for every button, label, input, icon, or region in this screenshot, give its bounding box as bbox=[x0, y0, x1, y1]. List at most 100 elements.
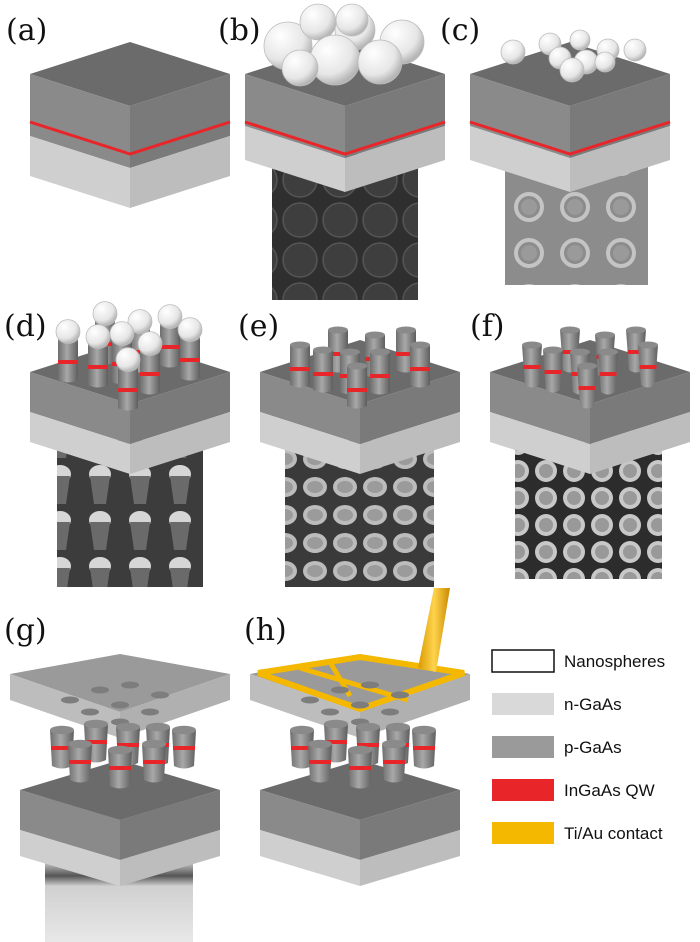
schematic-blocks bbox=[10, 3, 690, 886]
pillar-d-6-sphere bbox=[137, 331, 163, 357]
pillar-f-7-qw bbox=[544, 370, 562, 374]
pillar-e-4-qw bbox=[410, 367, 430, 371]
pillar-h-0-top bbox=[290, 725, 314, 735]
pillar-h-6-top bbox=[348, 745, 372, 755]
nanosphere-b-5 bbox=[357, 39, 403, 85]
block-g-p-right bbox=[120, 790, 220, 860]
pillar-e-6-body bbox=[370, 352, 390, 395]
pillar-f-4-qw bbox=[639, 365, 657, 369]
pillar-e-3-qw bbox=[396, 352, 416, 356]
pillar-e-1-top bbox=[328, 326, 348, 334]
block-b-p-left bbox=[245, 74, 345, 158]
legend-label-p-gaas: p-GaAs bbox=[564, 738, 622, 757]
pillar-g-7-qw bbox=[143, 760, 165, 764]
block-h-p-left bbox=[260, 790, 360, 860]
panel-c-schematic bbox=[469, 29, 671, 192]
pillar-d-0-sphere bbox=[55, 319, 81, 345]
block-c-n-left bbox=[470, 126, 570, 192]
pillar-f-1-top bbox=[560, 326, 580, 334]
slab-g-top bbox=[10, 654, 230, 712]
pillar-h-3-top bbox=[386, 722, 410, 732]
panel-g-schematic bbox=[10, 654, 230, 886]
pillar-g-7-top bbox=[142, 739, 166, 749]
panel-label-e: (e) bbox=[238, 309, 279, 344]
panel-label-a: (a) bbox=[6, 13, 47, 48]
pillar-g-2-qw bbox=[117, 743, 139, 747]
block-f-p-right bbox=[590, 372, 690, 444]
panel-f-schematic bbox=[490, 326, 690, 474]
pillar-e-6-qw bbox=[370, 374, 390, 378]
block-e-p-left bbox=[260, 372, 360, 444]
block-b-n-right bbox=[345, 126, 445, 192]
pillar-d-4-sphere bbox=[177, 317, 203, 343]
pillar-d-8-sphere bbox=[115, 347, 141, 373]
block-a-quantum-well bbox=[29, 120, 231, 156]
block-b-quantum-well bbox=[244, 120, 446, 156]
legend-swatch-ti-au-contact bbox=[492, 822, 554, 844]
block-c-quantum-well bbox=[469, 120, 671, 156]
pillar-d-5-sphere bbox=[109, 321, 135, 347]
panel-label-b: (b) bbox=[218, 13, 261, 48]
pillar-h-5-top bbox=[308, 739, 332, 749]
pillar-g-2-top bbox=[116, 722, 140, 732]
legend-label-nanospheres: Nanospheres bbox=[564, 652, 665, 671]
nanosphere-c-8 bbox=[559, 57, 585, 83]
pillar-d-6-qw bbox=[140, 372, 160, 376]
pillar-h-6-qw bbox=[349, 766, 371, 770]
pillar-d-0-qw bbox=[58, 360, 78, 364]
pillar-f-8-qw bbox=[578, 386, 596, 390]
pillar-e-1-qw bbox=[328, 352, 348, 356]
hole-g-1 bbox=[91, 686, 109, 694]
pillar-f-3-top bbox=[626, 326, 646, 334]
legend-swatch-nanospheres bbox=[491, 649, 555, 673]
pillar-f-6-top bbox=[598, 348, 618, 356]
pillar-f-3-qw bbox=[627, 350, 645, 354]
block-g-n-left bbox=[20, 830, 120, 886]
panel-label-c: (c) bbox=[440, 13, 480, 48]
pillar-h-2-top bbox=[356, 722, 380, 732]
pillar-e-0-qw bbox=[290, 367, 310, 371]
pillar-g-4-qw bbox=[173, 746, 195, 750]
nanosphere-c-7 bbox=[594, 51, 616, 73]
pillar-h-2-qw bbox=[357, 743, 379, 747]
pillar-e-6-top bbox=[370, 348, 390, 356]
panel-d-schematic bbox=[30, 301, 230, 474]
pillar-d-7-qw bbox=[88, 365, 108, 369]
pillar-h-1-qw bbox=[325, 740, 347, 744]
pillar-g-6-top bbox=[108, 745, 132, 755]
pillar-d-1-sphere bbox=[92, 301, 118, 327]
pillar-d-8-qw bbox=[118, 388, 138, 392]
panel-a-schematic bbox=[29, 42, 231, 208]
panel-label-g: (g) bbox=[4, 613, 47, 648]
hole-g-0 bbox=[61, 696, 79, 704]
pillar-g-0-top bbox=[50, 725, 74, 735]
pillar-e-0-top bbox=[290, 341, 310, 349]
pillar-e-4-body bbox=[410, 345, 430, 388]
block-f-n-left bbox=[490, 412, 590, 474]
legend-label-ti-au-contact: Ti/Au contact bbox=[564, 824, 663, 843]
legend-swatch-p-gaas bbox=[492, 736, 554, 758]
pillar-h-0-qw bbox=[291, 746, 313, 750]
pillar-h-4-top bbox=[412, 725, 436, 735]
pillar-d-4-qw bbox=[180, 358, 200, 362]
hole-h-5 bbox=[351, 701, 369, 709]
pillar-h-5-qw bbox=[309, 760, 331, 764]
pillar-e-3-top bbox=[396, 326, 416, 334]
nanosphere-c-2 bbox=[569, 29, 591, 51]
block-d-n-right bbox=[130, 412, 230, 474]
pillar-d-2-sphere bbox=[127, 309, 153, 335]
contact-frame bbox=[257, 653, 465, 713]
hole-g-6 bbox=[141, 708, 159, 716]
pillar-h-7-top bbox=[382, 739, 406, 749]
hole-g-3 bbox=[151, 691, 169, 699]
legend-swatch-n-gaas bbox=[492, 693, 554, 715]
pillar-e-0-body bbox=[290, 345, 310, 388]
hole-g-2 bbox=[121, 681, 139, 689]
panel-label-h: (h) bbox=[244, 613, 287, 648]
legend-label-n-gaas: n-GaAs bbox=[564, 695, 622, 714]
hole-h-0 bbox=[301, 696, 319, 704]
hole-g-5 bbox=[111, 701, 129, 709]
block-c-p-right bbox=[570, 74, 670, 158]
hole-g-4 bbox=[81, 708, 99, 716]
pillar-f-2-top bbox=[595, 331, 615, 339]
